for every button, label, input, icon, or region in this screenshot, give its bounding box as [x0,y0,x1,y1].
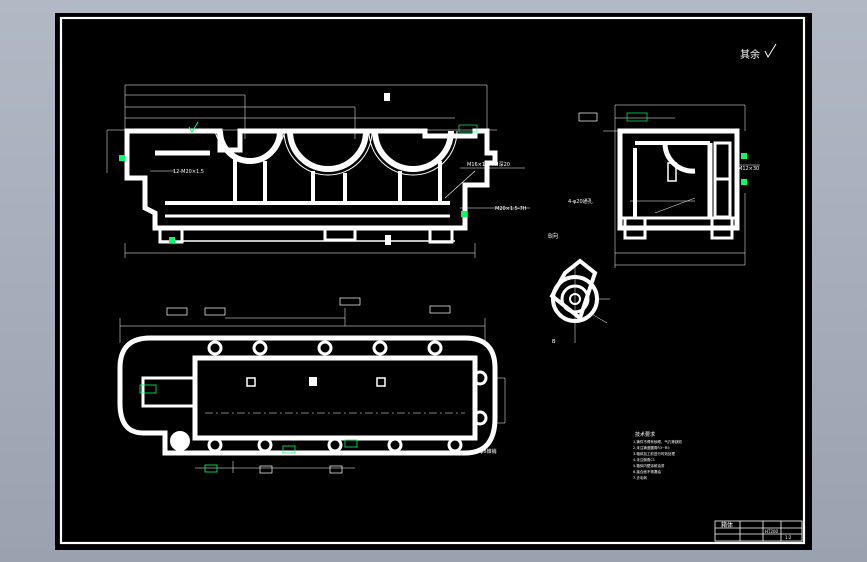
top-view [117,308,506,473]
detail-view-b [549,258,610,343]
title-block-name: 箱体 [721,521,733,529]
drawing-sheet: 其余 [55,13,812,550]
tech-title: 技术要求 [635,431,655,438]
side-view [603,104,760,268]
inner-border [59,16,806,545]
roughness-mark: 其余 [740,48,760,61]
title-block-material: HT200 [765,529,779,534]
top-note-1: 2-φ8锥销 [475,448,496,455]
title-block [714,520,803,542]
title-block-scale: 1:2 [785,535,792,540]
front-note-3: M20×1.5-7H [495,206,527,212]
tech-line-3: 3.箱体加工前进行时效处理 [633,451,675,456]
tech-line-4: 4.未注倒角C1 [633,457,655,462]
view-b-label: B向 [548,232,558,240]
tech-line-6: 6.接合面不得漏油 [633,469,661,474]
view-b-callout: B [552,339,556,345]
front-datum-markers [119,121,478,243]
side-note-2: M12×30 [738,166,759,172]
tech-line-5: 5.箱体内壁涂耐油漆 [633,463,665,468]
front-note-1: 12-M20×1.5 [173,169,204,175]
side-datum-markers [578,112,747,185]
top-view-markers [139,297,451,474]
tech-line-7: 7.去毛刺 [633,475,647,480]
tech-line-2: 2.未注铸造圆角R3~R5 [633,445,670,450]
side-note-1: 4-φ20通孔 [568,198,593,205]
drawing-canvas: 其余 [59,16,806,545]
tech-line-1: 1.铸件不得有砂眼、气孔等缺陷 [633,439,682,444]
front-note-2: M16×1.5-7H深20 [467,161,510,168]
roughness-symbol-icon [764,43,777,59]
front-view [106,84,530,258]
tech-requirements: 技术要求 1.铸件不得有砂眼、气孔等缺陷 2.未注铸造圆角R3~R5 3.箱体加… [633,431,682,480]
